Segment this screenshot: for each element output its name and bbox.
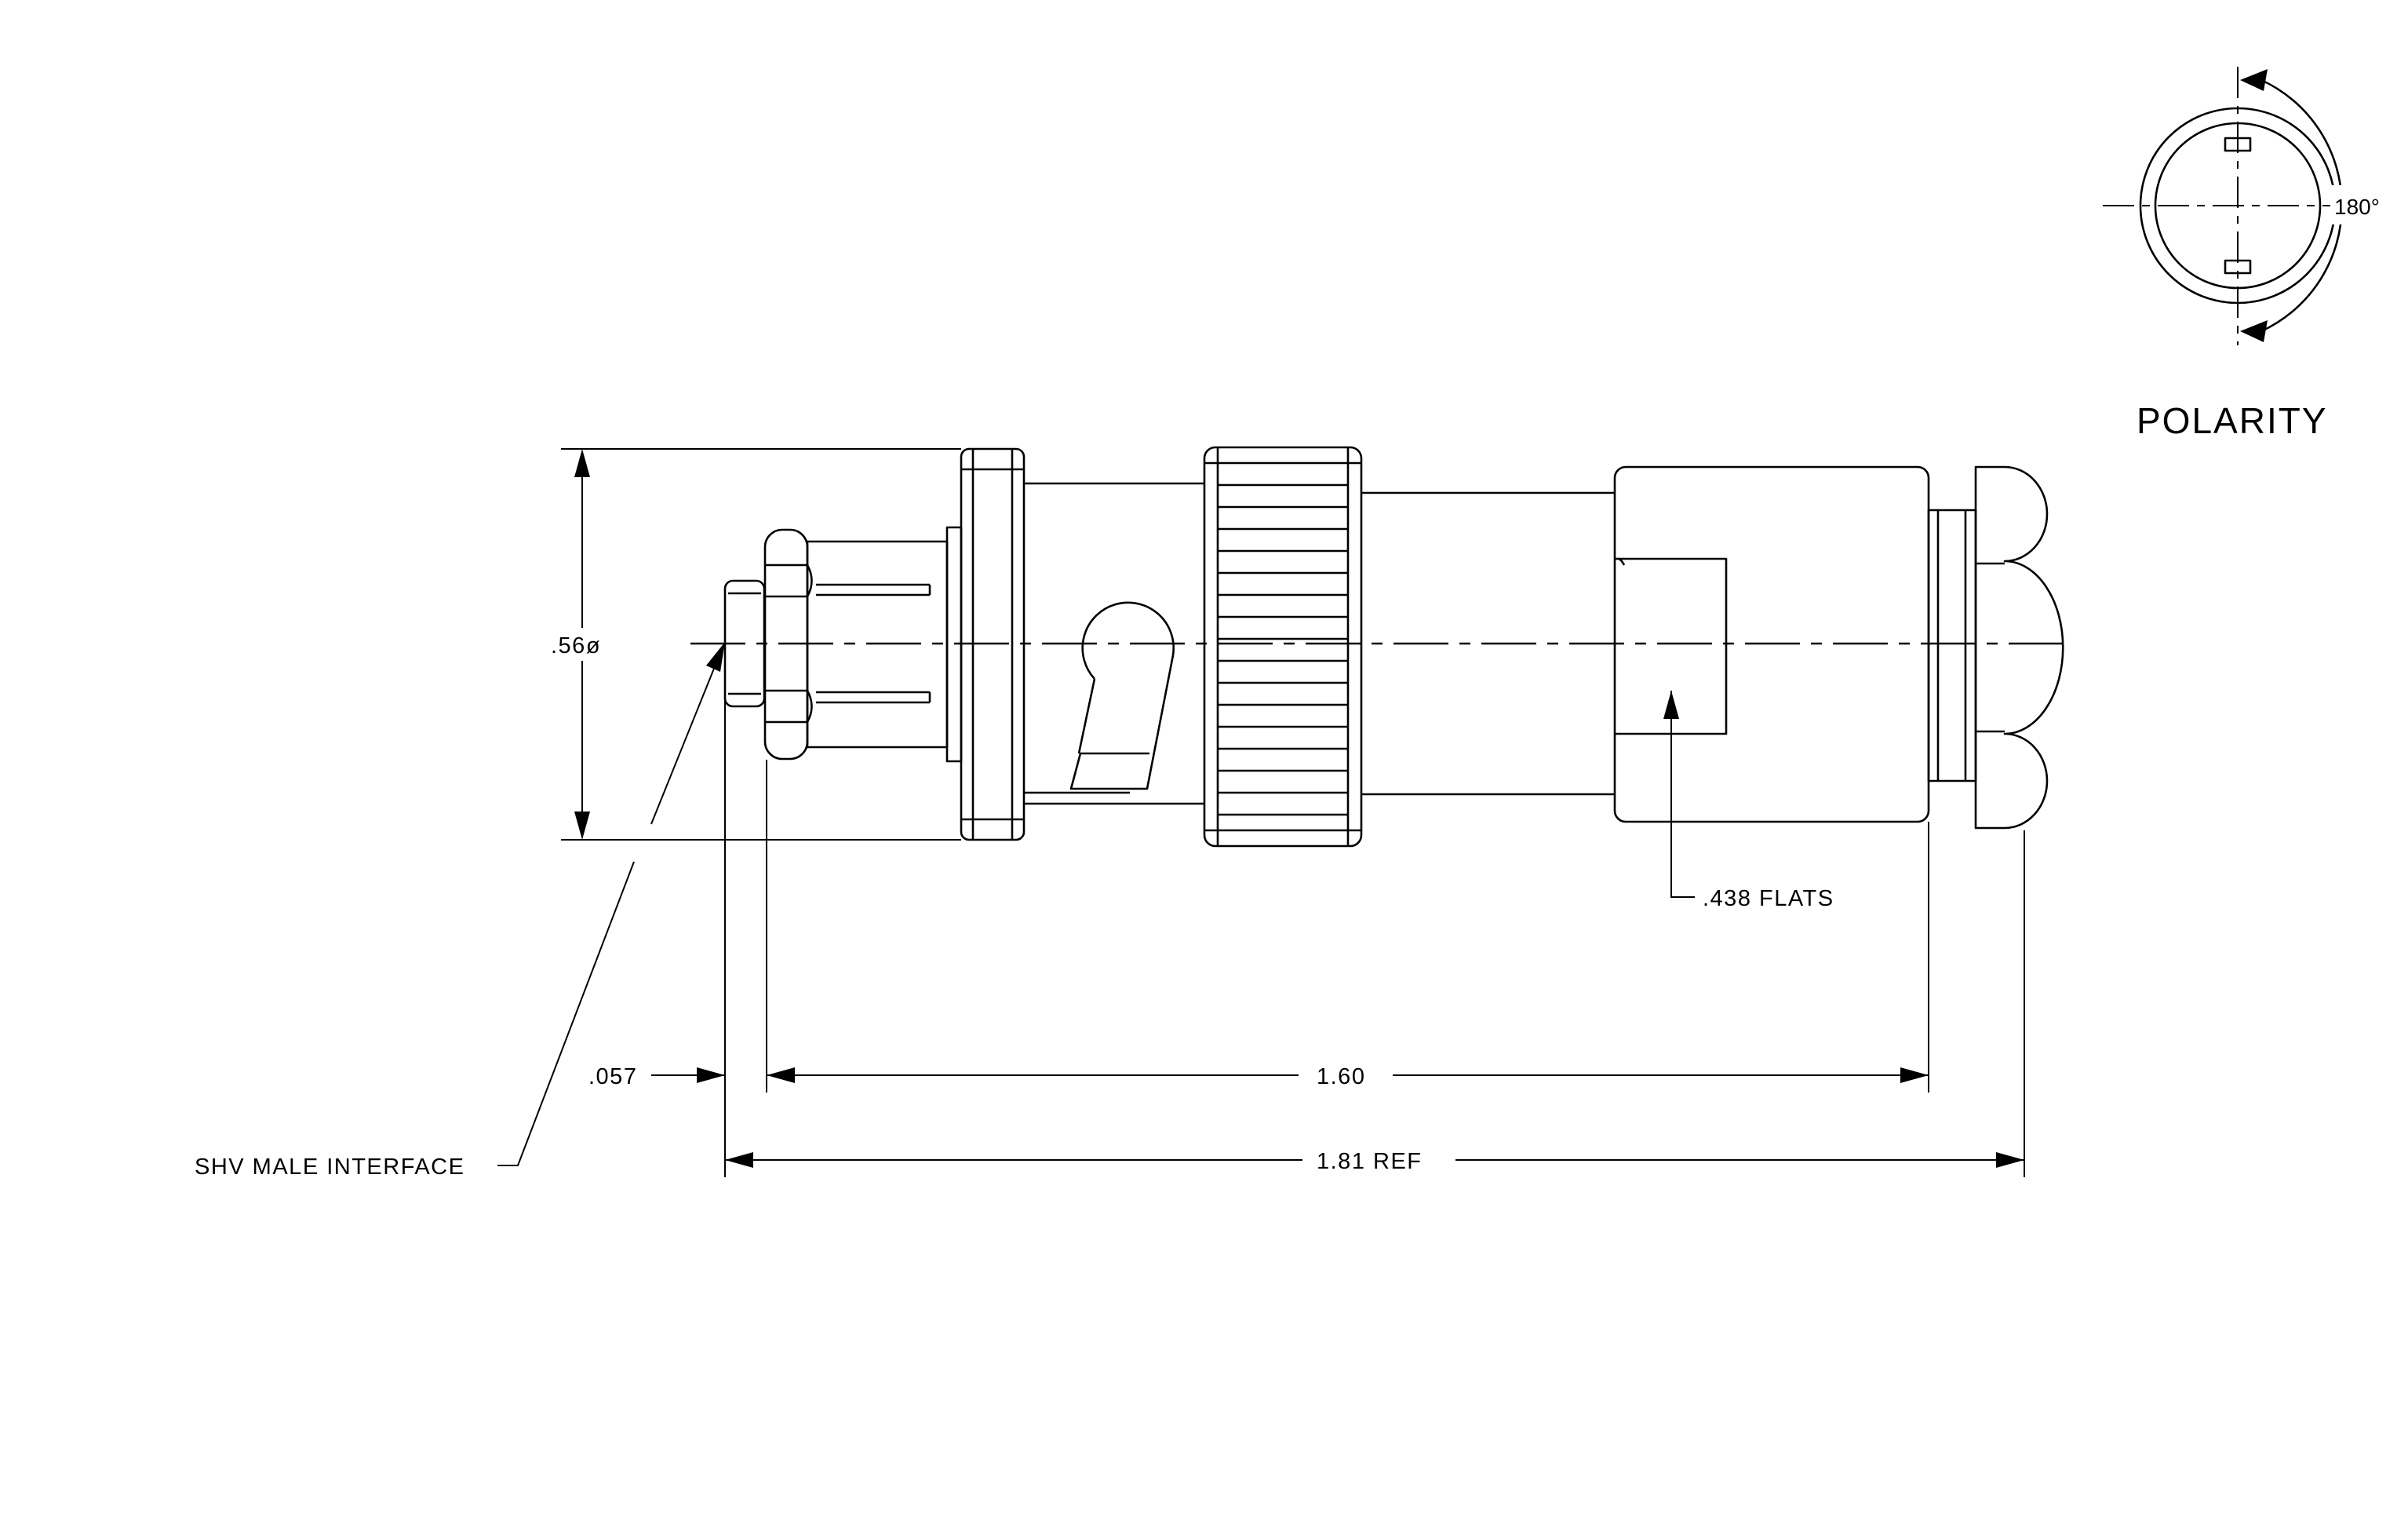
dimension-diameter: .56ø [551, 633, 601, 658]
polarity-title: POLARITY [2137, 400, 2328, 441]
dimension-flats: .438 FLATS [1703, 886, 1834, 911]
dimensions: .56ø .057 1.60 1.81 REF .438 FLATS SHV M… [195, 448, 2025, 1180]
polarity-view: 180° POLARITY [2103, 67, 2392, 441]
polarity-angle: 180° [2334, 195, 2380, 219]
flange [960, 447, 1025, 841]
dimension-length: 1.60 [1317, 1064, 1365, 1089]
bayonet-slot [1069, 601, 1175, 790]
dimension-overhang: .057 [588, 1064, 637, 1089]
arc-arrow-top [2240, 69, 2268, 91]
connector-body [690, 446, 2064, 848]
end-cap [1974, 465, 2064, 830]
arc-arrow-bottom [2240, 320, 2268, 342]
rear-ferrule [1927, 509, 1977, 782]
knurl-lines [1218, 483, 1348, 816]
dimension-length-ref: 1.81 REF [1317, 1149, 1423, 1174]
polarity-inner-ring [2154, 122, 2322, 290]
coupling-nut [1203, 446, 1363, 848]
interface-label: SHV MALE INTERFACE [195, 1154, 464, 1180]
